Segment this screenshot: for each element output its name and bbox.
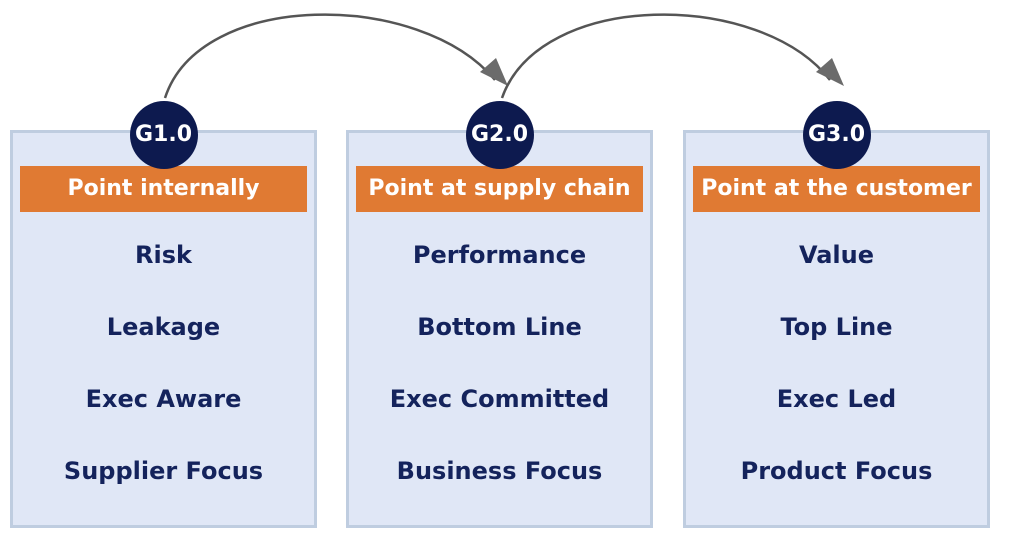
stage-item: Performance [412,241,587,269]
stage-banner: Point at the customer [693,166,980,212]
stage-item-list: Performance Bottom Line Exec Committed B… [349,233,650,521]
stage-badge: G2.0 [465,101,534,169]
stage-item: Leakage [106,313,221,341]
stage-badge: G3.0 [802,101,871,169]
stage-badge: G1.0 [129,101,198,169]
arrow-g1-to-g2-head [480,58,508,86]
stage-item: Bottom Line [417,313,582,341]
stage-card-g1: G1.0 Point internally Risk Leakage Exec … [10,101,317,528]
stage-card-g3: G3.0 Point at the customer Value Top Lin… [683,101,990,528]
arrow-g2-to-g3 [500,13,831,99]
stage-item-list: Risk Leakage Exec Aware Supplier Focus [13,233,314,521]
stage-banner: Point internally [20,166,307,212]
stage-item: Top Line [780,313,893,341]
stage-card-g2: G2.0 Point at supply chain Performance B… [346,101,653,528]
stage-item: Risk [135,241,192,269]
stage-banner: Point at supply chain [356,166,643,212]
stage-item: Value [798,241,875,269]
stage-item: Supplier Focus [63,457,264,485]
stage-item: Exec Aware [85,385,242,413]
stage-item: Exec Committed [389,385,610,413]
stage-item: Exec Led [776,385,897,413]
arrow-g1-to-g2 [163,13,496,99]
stage-item: Business Focus [396,457,603,485]
arrow-g2-to-g3-head [816,58,844,86]
stage-item-list: Value Top Line Exec Led Product Focus [686,233,987,521]
stage-item: Product Focus [740,457,933,485]
